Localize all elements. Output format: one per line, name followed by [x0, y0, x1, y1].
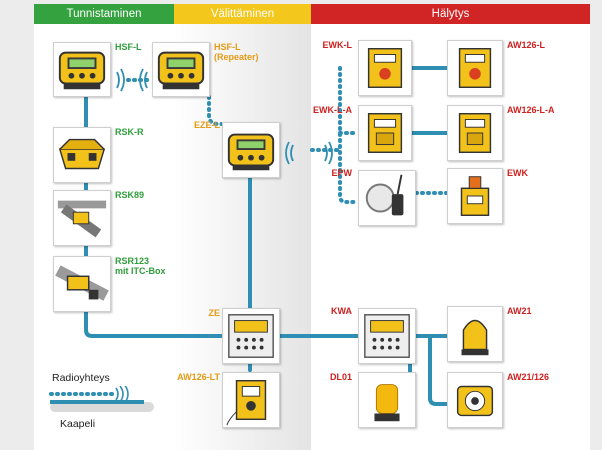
dl01-device — [358, 372, 416, 428]
hsf-l-repeater-device — [152, 42, 210, 97]
label-repeater-note: (Repeater) — [214, 52, 259, 62]
label-hsf-l: HSF-L — [115, 42, 142, 52]
header-alarm: Hälytys — [311, 4, 590, 24]
radio-to-ewkl — [338, 66, 360, 204]
label-rsr123: RSR123 — [115, 256, 150, 266]
aw21-126-device — [447, 372, 503, 428]
label-aw21-126: AW21/126 — [507, 372, 550, 382]
header-detection: Tunnistaminen — [34, 4, 174, 24]
eze-l-device — [222, 122, 280, 178]
label-epw: EPW — [331, 168, 352, 178]
ewk-device — [447, 168, 503, 224]
label-rsk-r: RSK-R — [115, 127, 144, 137]
rsr123-device — [53, 256, 111, 312]
legend-radio-label: Radioyhteys — [52, 372, 110, 384]
legend-symbols — [49, 386, 154, 412]
label-aw126-l: AW126-L — [507, 40, 546, 50]
label-aw126-l-a: AW126-L-A — [507, 105, 555, 115]
cable-kwa-aw21 — [428, 334, 449, 406]
aw21-device — [447, 306, 503, 362]
label-rsr123-note: mit ITC-Box — [115, 266, 166, 276]
ewk-l-device — [358, 40, 412, 96]
label-eze-l: EZE-L — [194, 120, 220, 130]
label-ze: ZE — [208, 308, 220, 318]
label-aw21: AW21 — [507, 306, 532, 316]
legend-cable-shadow — [50, 402, 154, 412]
kwa-device — [358, 308, 416, 364]
radio-repeater-eze — [207, 95, 224, 126]
legend-cable-label: Kaapeli — [60, 418, 96, 430]
label-aw126-lt: AW126-LT — [177, 372, 220, 382]
aw126-l-a-device — [447, 105, 503, 161]
header-relay: Välittäminen — [174, 4, 311, 24]
label-rsk89: RSK89 — [115, 190, 145, 200]
label-kwa: KWA — [331, 306, 352, 316]
hsf-l-device — [53, 42, 111, 97]
epw-device — [358, 170, 416, 226]
aw126-l-device — [447, 40, 503, 96]
label-dl01: DL01 — [329, 372, 352, 382]
label-ewk-l: EWK-L — [322, 40, 353, 50]
label-hsf-l-repeater: HSF-L — [214, 42, 241, 52]
label-ewk: EWK — [507, 168, 528, 178]
label-ewk-l-a: EWK-L-A — [313, 105, 352, 115]
aw126-lt-device — [222, 372, 280, 428]
ze-device — [222, 308, 280, 364]
cable-detection — [84, 93, 432, 338]
rsk-r-device — [53, 127, 111, 183]
rsk89-device — [53, 190, 111, 246]
ewk-l-a-device — [358, 105, 412, 161]
